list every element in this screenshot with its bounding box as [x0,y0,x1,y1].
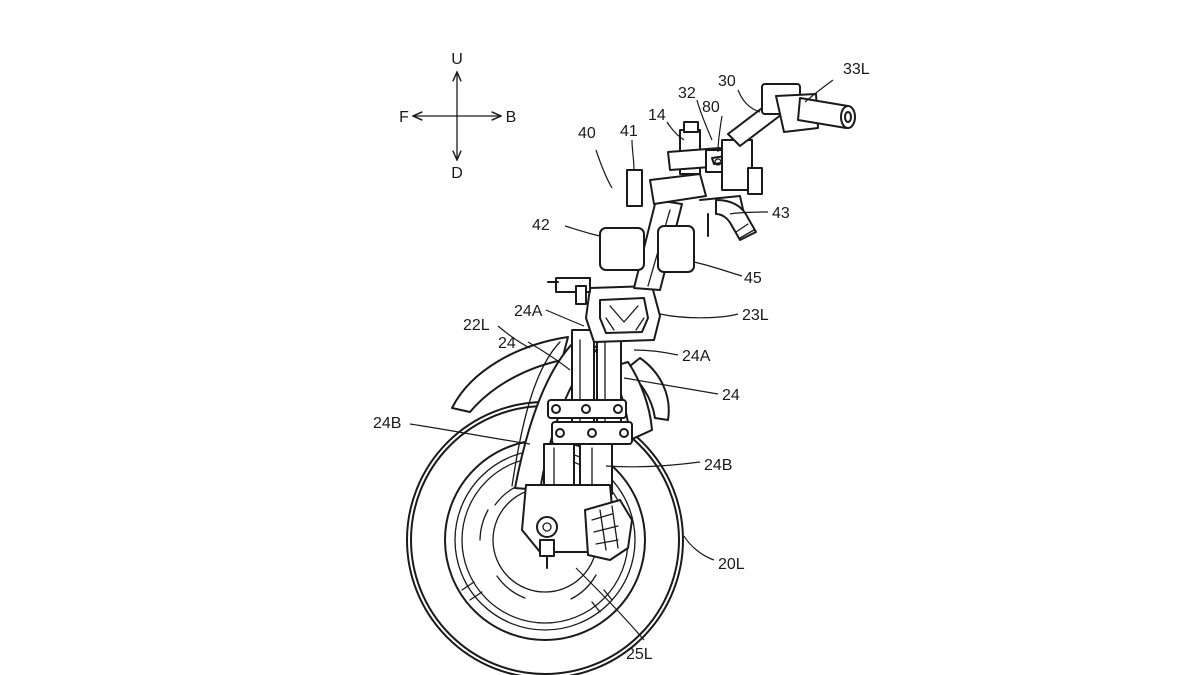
lower-bracket-23L [585,285,661,343]
label-24A-top: 24A [514,303,543,320]
label-24B-right: 24B [704,457,732,474]
label-40: 40 [578,125,596,142]
compass-front-label: F [399,109,409,126]
label-22L: 22L [463,317,490,334]
label-80: 80 [702,99,720,116]
compass-back-label: B [506,109,517,126]
label-41: 41 [620,123,638,140]
label-24-right: 24 [722,387,740,404]
label-14: 14 [648,107,666,124]
compass-down-label: D [451,165,463,182]
component-41 [626,169,643,207]
label-33L: 33L [843,61,870,78]
brake-caliper-and-axle [521,484,633,569]
label-30: 30 [718,73,736,90]
label-23L: 23L [742,307,769,324]
compass-up-label: U [451,51,463,68]
label-24A-right: 24A [682,348,711,365]
unit-45 [657,225,695,273]
leader-lines [409,79,834,641]
unit-42 [599,227,645,271]
label-32: 32 [678,85,696,102]
grip-33L [797,97,856,129]
label-24-left: 24 [498,335,516,352]
label-25L: 25L [626,646,653,663]
pipe-43 [707,199,757,241]
label-45: 45 [744,270,762,287]
front-fork [543,321,633,495]
label-24B-left: 24B [373,415,401,432]
label-43: 43 [772,205,790,222]
side-bracket [547,277,591,305]
label-20L: 20L [718,556,745,573]
label-42: 42 [532,217,550,234]
direction-compass: U D F B [399,51,516,182]
reference-labels: 33L 30 32 80 14 40 41 42 43 45 23L 24A 2… [373,61,870,663]
